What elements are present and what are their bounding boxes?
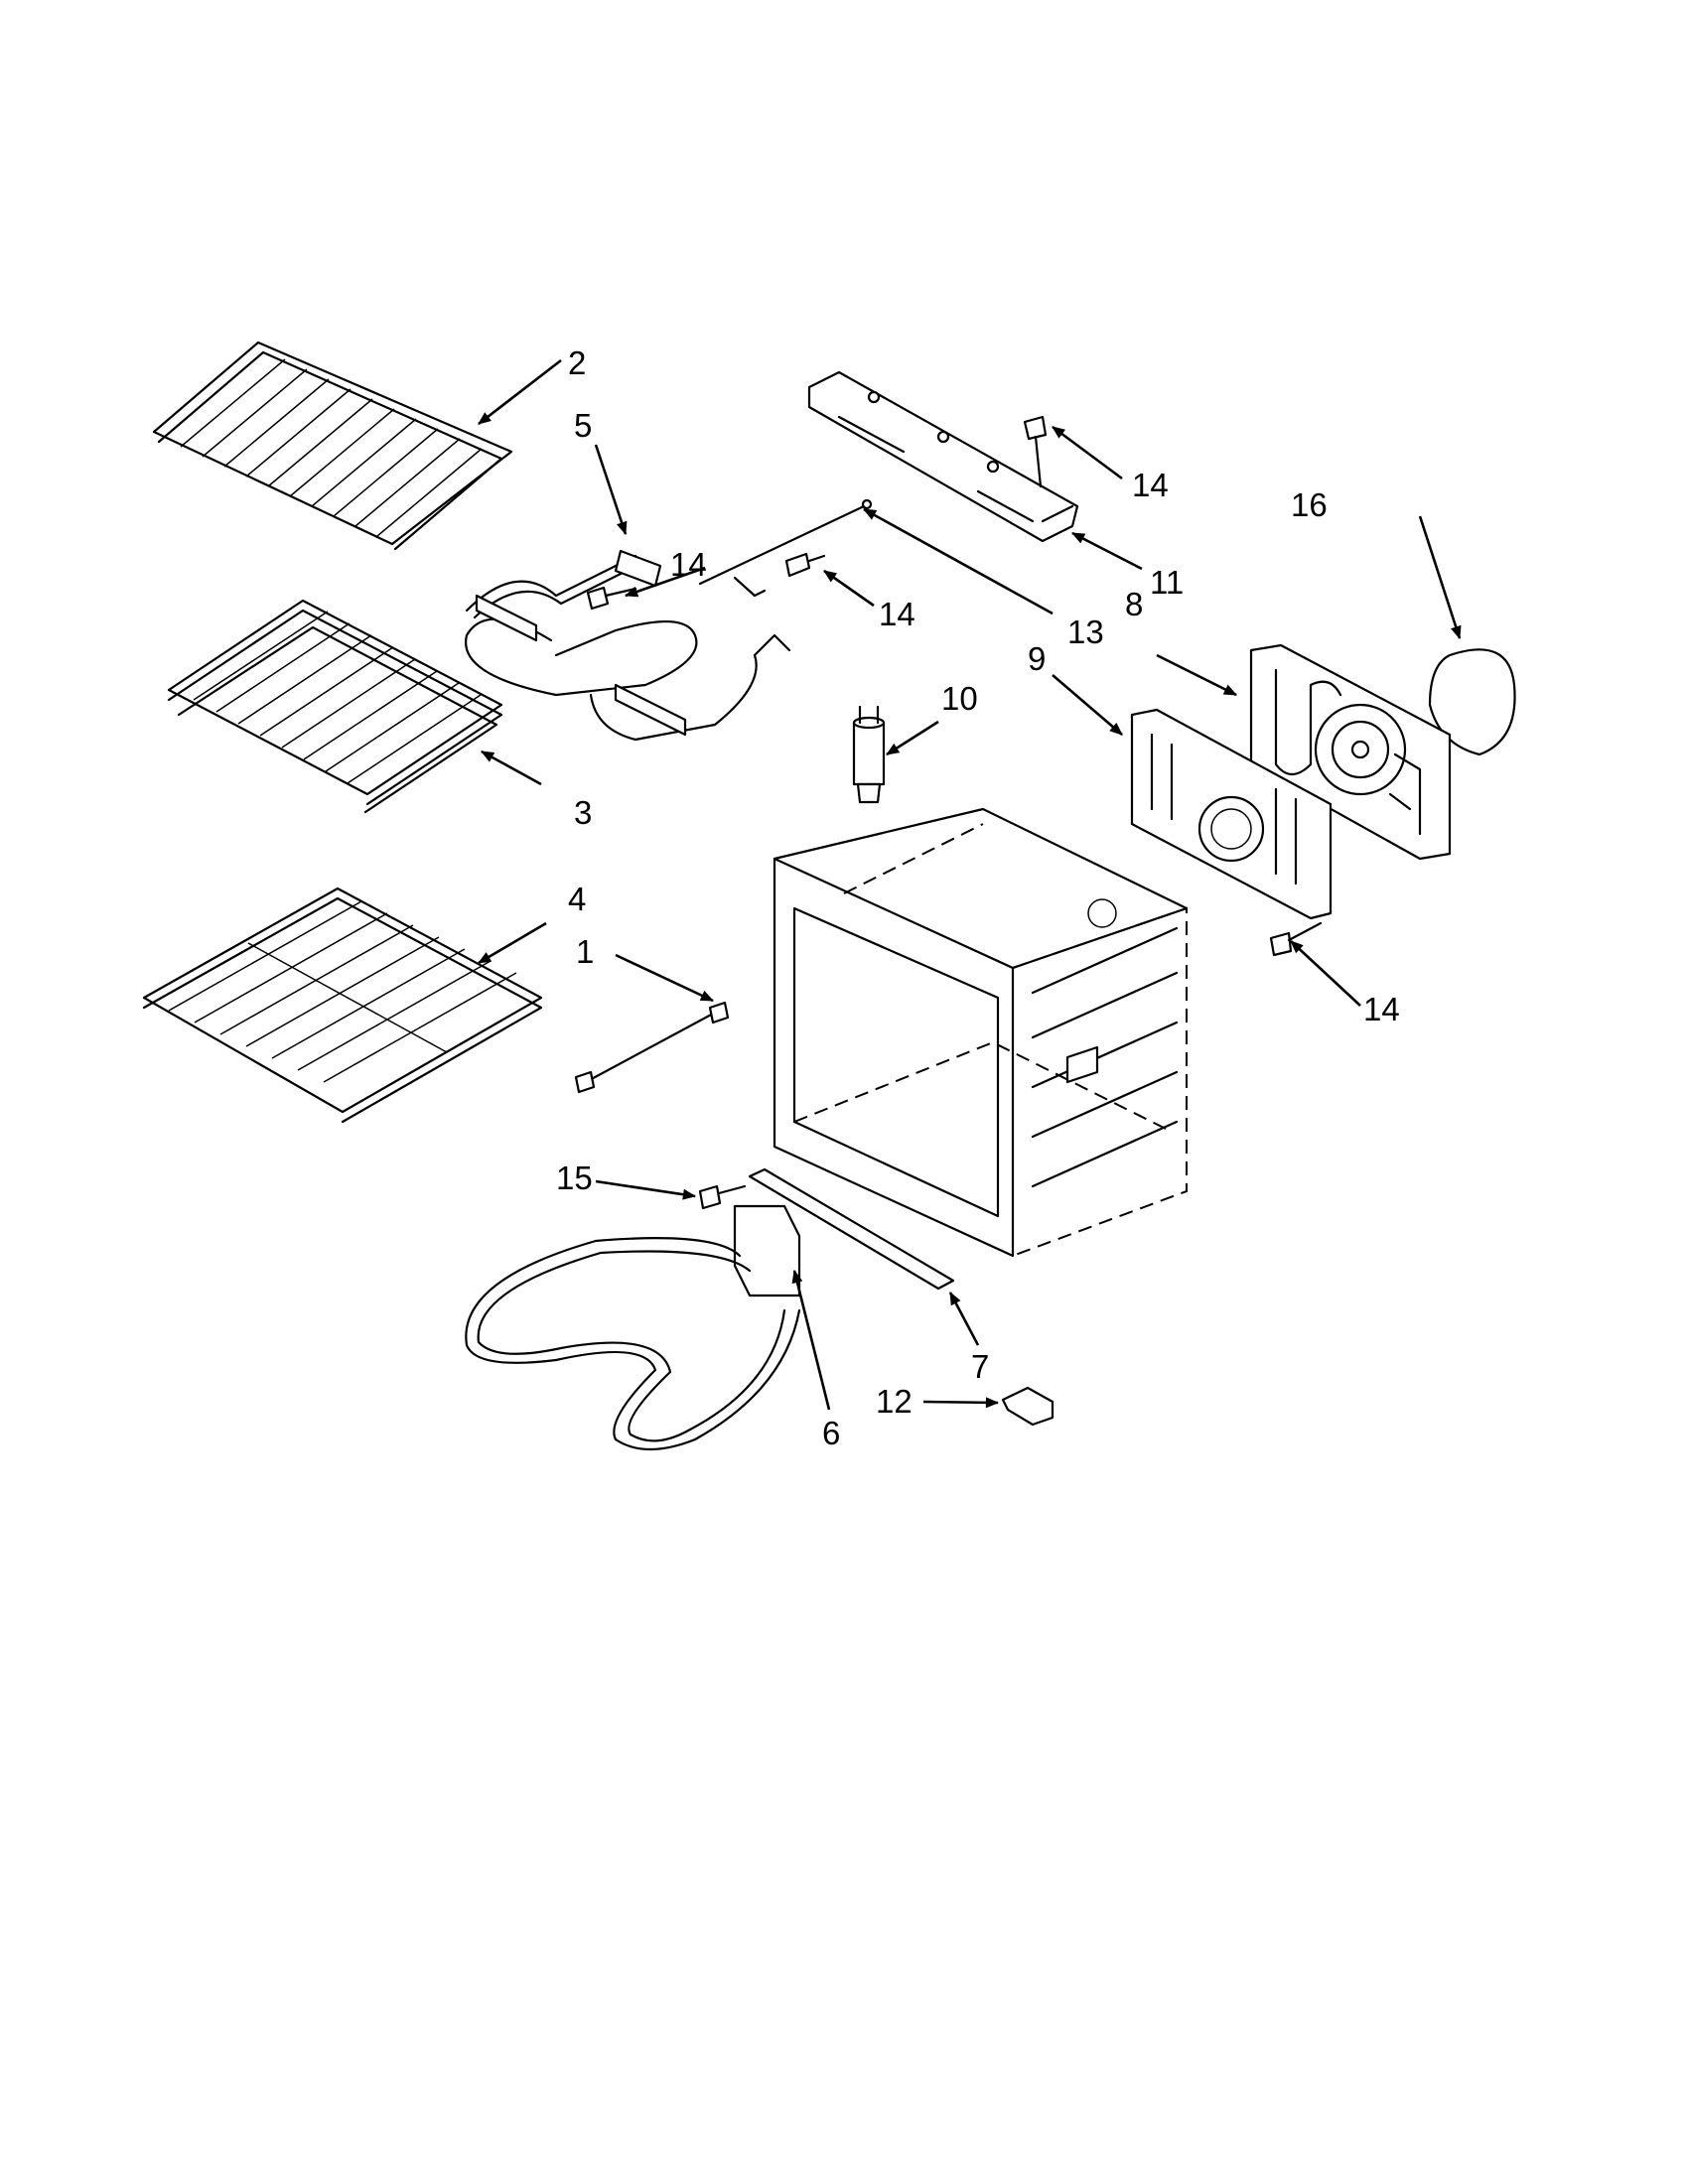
callout-14-d: 14 [1363, 991, 1400, 1027]
part-9-rear-panel [1130, 708, 1333, 920]
part-14-screw [1023, 415, 1048, 488]
callout-5: 5 [574, 407, 592, 444]
part-5-broil-element [465, 549, 791, 742]
leader-lines [478, 358, 1462, 1411]
callout-14-c: 14 [1132, 467, 1169, 503]
callout-14-b: 14 [879, 596, 915, 632]
callout-10: 10 [941, 680, 978, 717]
part-10-switch [852, 705, 886, 804]
callout-labels: 2 5 14 14 13 14 11 16 8 9 10 3 4 1 14 15… [556, 344, 1400, 1451]
part-13-sensor [698, 498, 873, 598]
part-1-sensor [574, 1001, 730, 1094]
callout-1: 1 [576, 933, 594, 970]
oven-cavity [773, 807, 1189, 1258]
part-4-oven-rack [142, 887, 543, 1124]
part-2-oven-rack [152, 341, 513, 551]
callout-11: 11 [1150, 564, 1184, 601]
part-8-convection-element [1249, 643, 1452, 861]
callout-2: 2 [568, 344, 586, 381]
part-3-oven-rack [167, 599, 503, 814]
part-7-tube [748, 1167, 955, 1291]
callout-9: 9 [1028, 640, 1046, 677]
callout-8: 8 [1125, 586, 1143, 622]
part-14-screw [1269, 921, 1323, 957]
part-14-screw [586, 586, 637, 611]
callout-6: 6 [822, 1415, 840, 1451]
callout-13: 13 [1067, 614, 1104, 650]
part-12-clip [1001, 1386, 1055, 1427]
callout-4: 4 [568, 881, 586, 917]
callout-7: 7 [971, 1348, 989, 1385]
part-6-bake-element [465, 1204, 801, 1451]
callout-14-a: 14 [670, 546, 707, 583]
part-11-bracket [807, 370, 1079, 543]
callout-3: 3 [574, 794, 592, 831]
callout-16: 16 [1291, 486, 1328, 523]
callout-15: 15 [556, 1160, 593, 1196]
part-15-screw [698, 1184, 747, 1210]
callout-12: 12 [876, 1383, 913, 1420]
part-16-gasket [1428, 648, 1516, 756]
